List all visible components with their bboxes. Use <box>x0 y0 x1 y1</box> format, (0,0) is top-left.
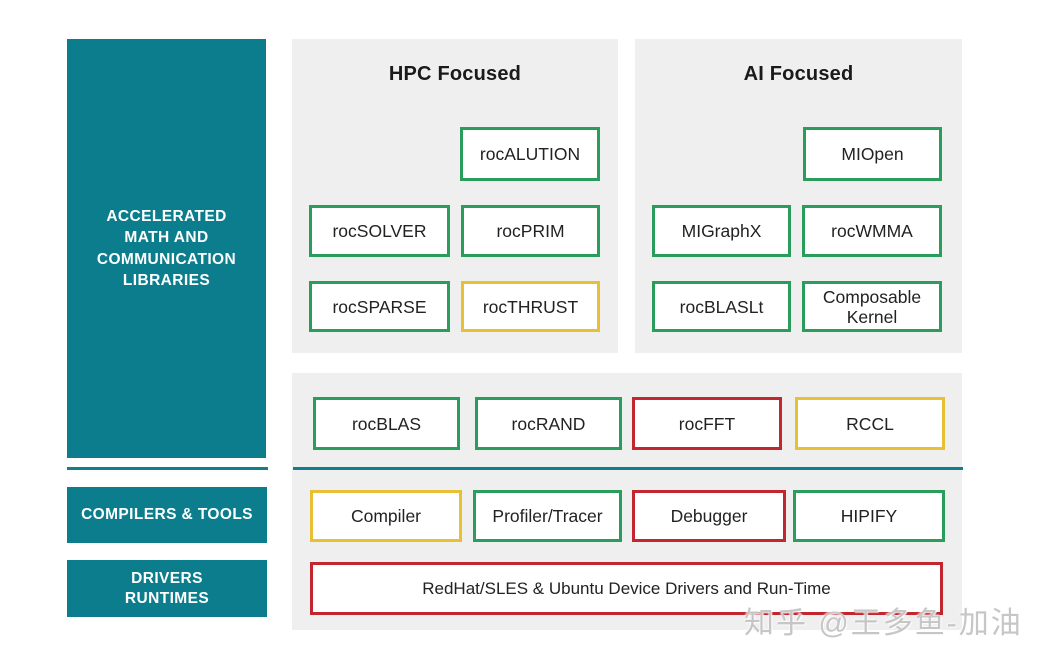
ai-panel-title: AI Focused <box>743 63 854 85</box>
sidebar-compilers-label: COMPILERS & TOOLS <box>81 506 253 524</box>
box-compiler: Compiler <box>310 490 462 542</box>
box-migraphx: MIGraphX <box>652 205 791 257</box>
sidebar-accelerated-line2: MATH AND <box>124 229 209 246</box>
box-rocblaslt: rocBLASLt <box>652 281 791 332</box>
box-miopen: MIOpen <box>803 127 942 181</box>
box-debugger: Debugger <box>632 490 786 542</box>
separator-rule-right <box>293 467 963 470</box>
sidebar-drivers-line1: DRIVERS <box>131 569 203 587</box>
sidebar-accelerated-line4: LIBRARIES <box>122 272 211 289</box>
sidebar-drivers-runtimes: DRIVERS RUNTIMES <box>67 560 267 617</box>
sidebar-accelerated-line3: COMMUNICATION <box>96 250 237 268</box>
box-device-drivers-runtime: RedHat/SLES & Ubuntu Device Drivers and … <box>310 562 943 615</box>
box-rocblas: rocBLAS <box>313 397 460 450</box>
box-rocthrust: rocTHRUST <box>461 281 600 332</box>
sidebar-drivers-line2: RUNTIMES <box>124 589 210 607</box>
box-hipify: HIPIFY <box>793 490 945 542</box>
box-rocprim: rocPRIM <box>461 205 600 257</box>
box-rccl: RCCL <box>795 397 945 450</box>
separator-rule-left <box>67 467 268 470</box>
sidebar-accelerated-line1: ACCELERATED <box>106 207 227 225</box>
sidebar-compilers-tools: COMPILERS & TOOLS <box>67 487 267 543</box>
box-profiler-tracer: Profiler/Tracer <box>473 490 622 542</box>
hpc-panel-title: HPC Focused <box>388 63 522 85</box>
box-rocrand: rocRAND <box>475 397 622 450</box>
box-rocwmma: rocWMMA <box>802 205 942 257</box>
box-rocfft: rocFFT <box>632 397 782 450</box>
sidebar-accelerated-libraries: ACCELERATED MATH AND COMMUNICATION LIBRA… <box>67 39 266 458</box>
box-rocsolver: rocSOLVER <box>309 205 450 257</box>
box-rocsparse: rocSPARSE <box>309 281 450 332</box>
zhihu-watermark: 知乎 @王多鱼-加油 <box>744 607 1023 640</box>
box-rocalution: rocALUTION <box>460 127 600 181</box>
box-composable-kernel: Composable Kernel <box>802 281 942 332</box>
